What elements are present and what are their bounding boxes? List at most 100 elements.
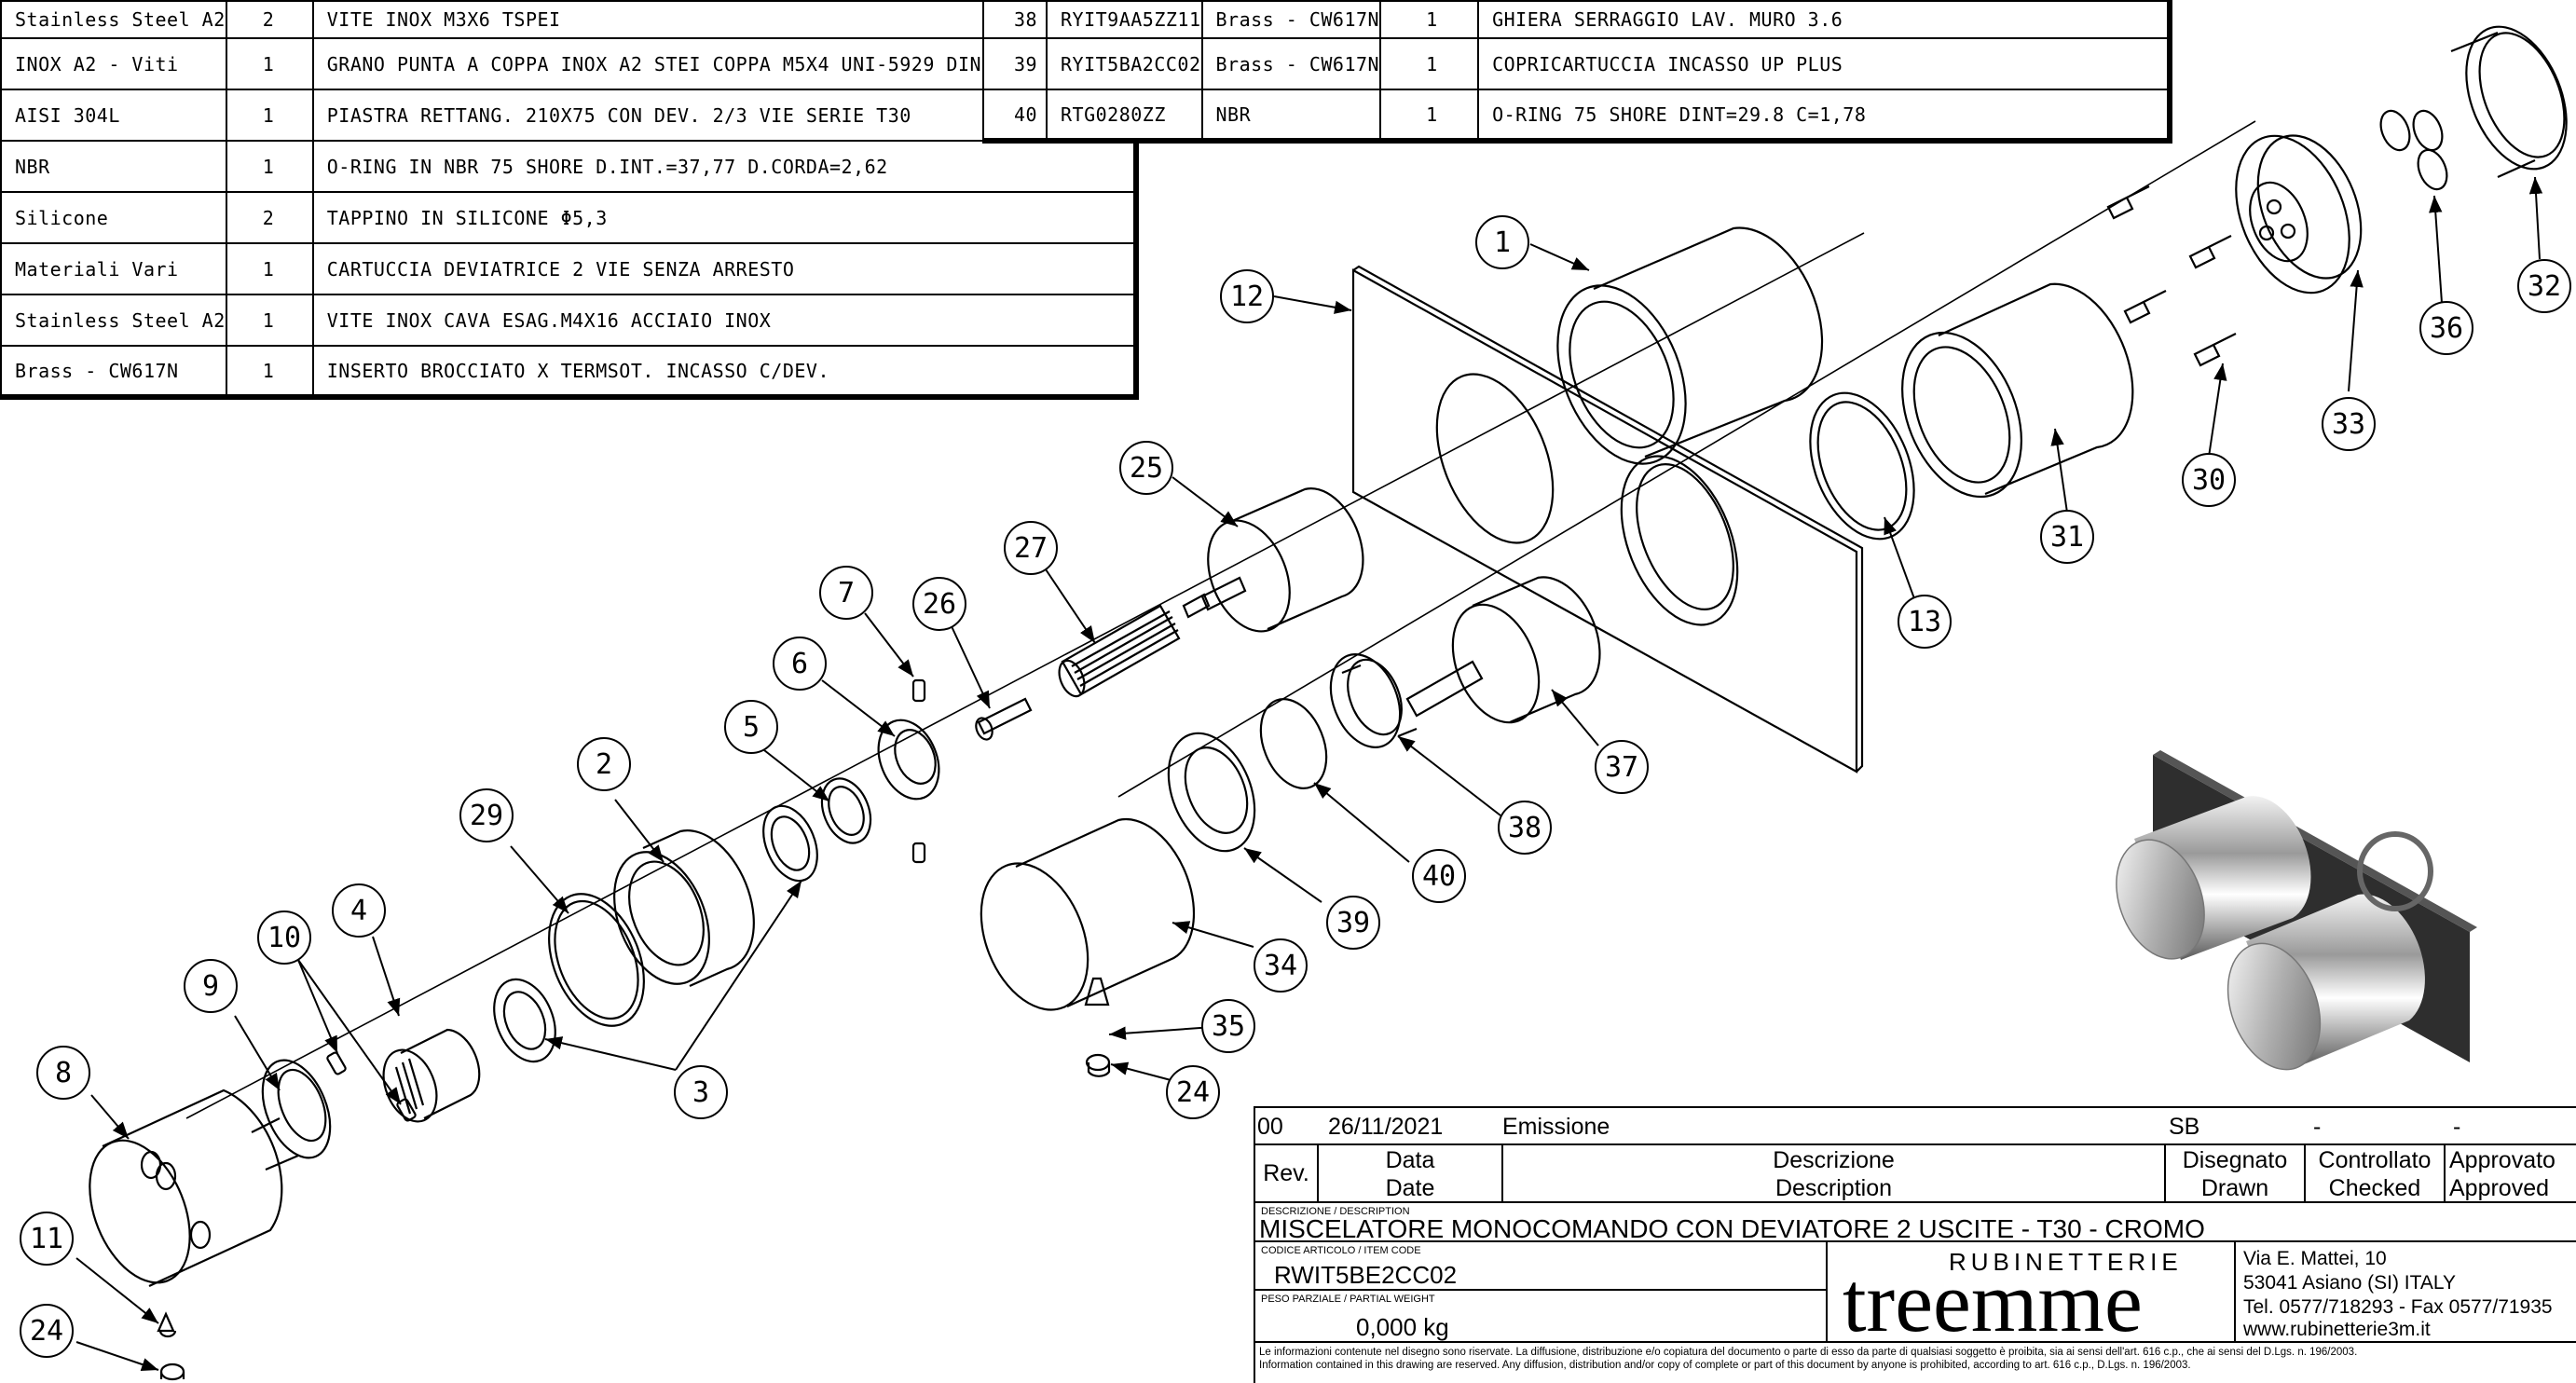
bom-cell-qty: 1 bbox=[225, 140, 314, 193]
balloon-36: 36 bbox=[2419, 301, 2473, 355]
product-render bbox=[2116, 750, 2477, 1071]
balloon-number: 11 bbox=[30, 1223, 63, 1255]
description-small-label: DESCRIZIONE / DESCRIPTION bbox=[1261, 1206, 1410, 1217]
balloon-circle bbox=[459, 788, 514, 842]
bom-cell-material: INOX A2 - Viti bbox=[0, 37, 227, 90]
balloon-number: 13 bbox=[1908, 606, 1941, 638]
balloon-circle bbox=[1498, 801, 1552, 855]
balloon-37: 37 bbox=[1595, 740, 1649, 794]
balloon-40: 40 bbox=[1412, 849, 1466, 903]
address-line-3: Tel. 0577/718293 - Fax 0577/71935 bbox=[2243, 1296, 2553, 1318]
bom-cell-qty: 1 bbox=[1379, 0, 1480, 39]
bom-cell-material: Stainless Steel A2 bbox=[0, 294, 227, 347]
description-value: Emissione bbox=[1502, 1114, 1610, 1140]
checked-label: Checked bbox=[2328, 1175, 2421, 1201]
balloon-13: 13 bbox=[1898, 595, 1952, 649]
balloon-number: 35 bbox=[1212, 1010, 1245, 1043]
balloon-circle bbox=[1475, 215, 1529, 269]
balloon-number: 2 bbox=[596, 748, 612, 781]
bom-cell-pos: 38 bbox=[982, 0, 1048, 39]
balloon-5: 5 bbox=[724, 700, 778, 754]
approvato-label: Approvato bbox=[2449, 1147, 2555, 1173]
bom-cell-code: RYIT5BA2CC02 bbox=[1046, 37, 1203, 90]
balloon-circle bbox=[674, 1065, 728, 1119]
bom-cell-material: Stainless Steel A2 bbox=[0, 0, 227, 39]
balloon-25: 25 bbox=[1119, 441, 1173, 495]
bom-cell-pos: 39 bbox=[982, 37, 1048, 90]
address-line-1: Via E. Mattei, 10 bbox=[2243, 1248, 2387, 1269]
wall-plate bbox=[1351, 268, 1858, 774]
balloon-circle bbox=[577, 737, 631, 791]
bom-cell-material: NBR bbox=[0, 140, 227, 193]
bom-cell-material: Brass - CW617N bbox=[0, 345, 227, 398]
balloon-number: 25 bbox=[1130, 452, 1163, 485]
item-code-small-label: CODICE ARTICOLO / ITEM CODE bbox=[1261, 1245, 1421, 1256]
approved-value: - bbox=[2453, 1114, 2461, 1140]
bom-cell-material: Brass - CW617N bbox=[1200, 0, 1382, 39]
weight-small-label: PESO PARZIALE / PARTIAL WEIGHT bbox=[1261, 1294, 1435, 1305]
balloon-number: 5 bbox=[743, 711, 760, 744]
balloon-8: 8 bbox=[36, 1046, 90, 1100]
balloon-circle bbox=[912, 577, 966, 631]
bom-cell-qty: 1 bbox=[225, 345, 314, 398]
bom-cell-qty: 1 bbox=[1379, 37, 1480, 90]
bom-cell-qty: 1 bbox=[225, 242, 314, 295]
balloon-number: 26 bbox=[923, 588, 956, 621]
balloon-circle bbox=[2322, 397, 2376, 451]
partial-weight: 0,000 kg bbox=[1356, 1313, 1449, 1341]
bom-cell-material: NBR bbox=[1200, 89, 1382, 142]
bom-cell-material: Brass - CW617N bbox=[1200, 37, 1382, 90]
balloon-2: 2 bbox=[577, 737, 631, 791]
balloon-24: 24 bbox=[1166, 1065, 1220, 1119]
bom-cell-code: RYIT9AA5ZZ11 bbox=[1046, 0, 1203, 39]
rev-value: 00 bbox=[1257, 1114, 1283, 1140]
date-value: 26/11/2021 bbox=[1328, 1114, 1444, 1140]
balloon-number: 12 bbox=[1230, 281, 1264, 313]
balloon-27: 27 bbox=[1004, 521, 1058, 575]
balloon-30: 30 bbox=[2182, 453, 2236, 507]
data-label: Data bbox=[1385, 1147, 1435, 1173]
balloon-number: 40 bbox=[1422, 860, 1456, 893]
bom-cell-description: O-RING IN NBR 75 SHORE D.INT.=37,77 D.CO… bbox=[311, 140, 1138, 193]
bom-cell-description: GHIERA SERRAGGIO LAV. MURO 3.6 bbox=[1477, 0, 2172, 39]
balloon-number: 10 bbox=[267, 922, 301, 954]
balloon-circle bbox=[1595, 740, 1649, 794]
balloon-circle bbox=[1166, 1065, 1220, 1119]
balloon-circle bbox=[1201, 999, 1255, 1053]
brand-logo: RUBINETTERIE treemme bbox=[1826, 1240, 2236, 1345]
balloon-number: 1 bbox=[1494, 226, 1511, 259]
balloon-7: 7 bbox=[819, 566, 873, 620]
bom-cell-material: Materiali Vari bbox=[0, 242, 227, 295]
revision-row: 00 26/11/2021 Emissione SB - - bbox=[1254, 1106, 2576, 1145]
balloon-circle bbox=[1220, 269, 1274, 323]
bom-cell-qty: 1 bbox=[225, 37, 314, 90]
brand-subtitle: RUBINETTERIE bbox=[1949, 1248, 2183, 1276]
balloon-number: 27 bbox=[1014, 532, 1048, 565]
balloon-33: 33 bbox=[2322, 397, 2376, 451]
bom-cell-description: O-RING 75 SHORE DINT=29.8 C=1,78 bbox=[1477, 89, 2172, 142]
balloon-number: 36 bbox=[2430, 312, 2463, 345]
balloon-number: 9 bbox=[202, 970, 219, 1003]
bom-cell-description: CARTUCCIA DEVIATRICE 2 VIE SENZA ARRESTO bbox=[311, 242, 1138, 295]
balloon-circle bbox=[1004, 521, 1058, 575]
balloon-circle bbox=[1326, 896, 1380, 950]
drawn-label: Drawn bbox=[2200, 1175, 2269, 1201]
address-line-4: www.rubinetterie3m.it bbox=[2243, 1319, 2431, 1340]
date-label: Date bbox=[1385, 1175, 1435, 1201]
rev-label: Rev. bbox=[1263, 1160, 1309, 1186]
controllato-label: Controllato bbox=[2318, 1147, 2432, 1173]
balloon-number: 30 bbox=[2192, 464, 2226, 497]
bom-cell-qty: 1 bbox=[1379, 89, 1480, 142]
balloon-number: 32 bbox=[2528, 270, 2561, 303]
bom-cell-qty: 2 bbox=[225, 0, 314, 39]
balloon-number: 4 bbox=[350, 895, 367, 927]
bom-cell-description: TAPPINO IN SILICONE Φ5,3 bbox=[311, 191, 1138, 244]
balloon-35: 35 bbox=[1201, 999, 1255, 1053]
description-label: Description bbox=[1774, 1175, 1893, 1201]
